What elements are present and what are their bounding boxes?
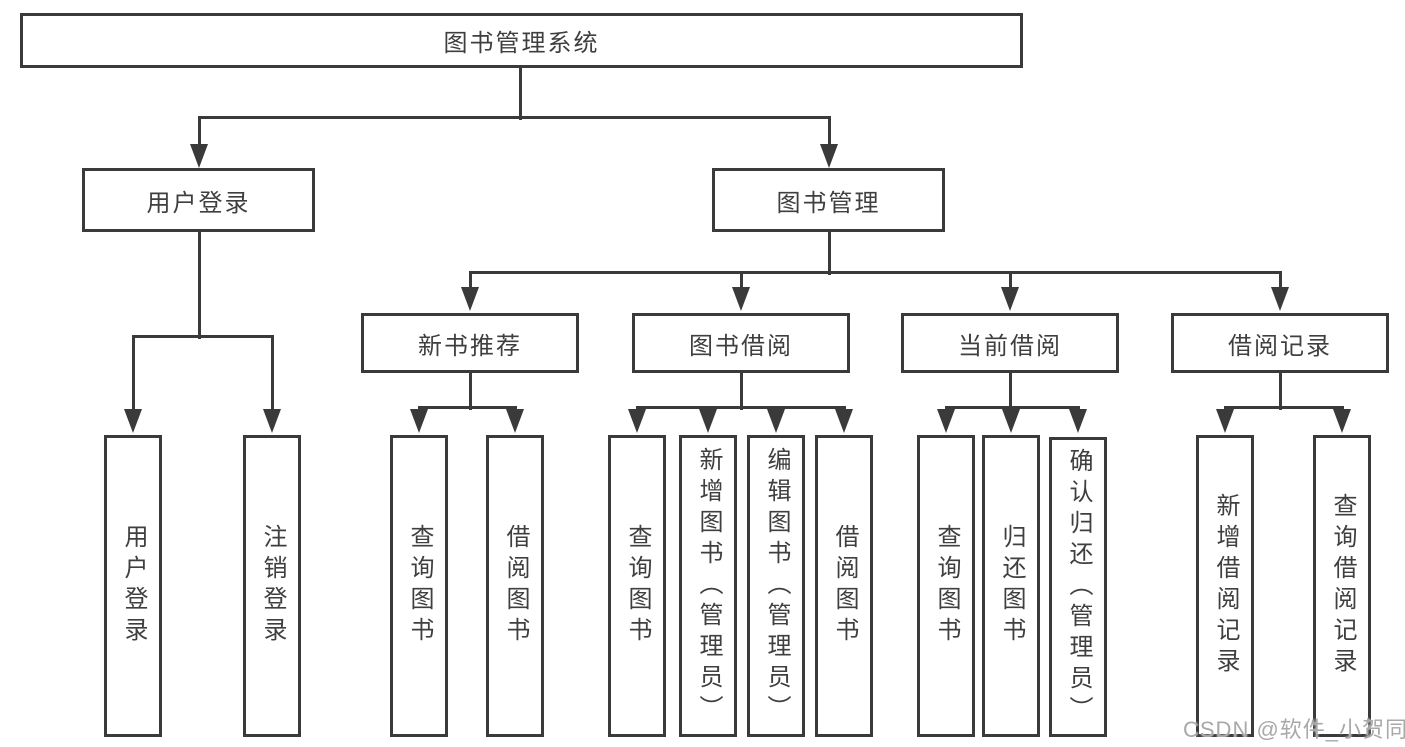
- leaf-nb-borrow-books: 借阅图书: [486, 435, 544, 737]
- node-label: 用户登录: [120, 524, 147, 648]
- node-label: 注销登录: [259, 524, 286, 648]
- arrow-down-icon: [1069, 409, 1087, 433]
- arrow-down-icon: [699, 409, 717, 433]
- node-book-management: 图书管理: [712, 168, 945, 232]
- node-label: 查询图书: [933, 524, 960, 648]
- node-label: 查询借阅记录: [1329, 493, 1356, 679]
- node-label: 图书管理: [776, 189, 881, 217]
- node-label: 确认归还（管理员）: [1065, 447, 1092, 727]
- node-label: 编辑图书（管理员）: [763, 446, 790, 726]
- connector-line: [1278, 373, 1282, 410]
- connector-line: [827, 117, 831, 148]
- connector-line: [468, 272, 472, 291]
- connector-line: [739, 373, 743, 410]
- leaf-logout: 注销登录: [243, 435, 301, 737]
- connector-line: [739, 272, 743, 291]
- node-label: 归还图书: [998, 524, 1025, 648]
- leaf-bb-edit-books-admin: 编辑图书（管理员）: [747, 435, 805, 737]
- arrow-down-icon: [124, 409, 142, 433]
- node-label: 图书管理系统: [443, 30, 600, 57]
- leaf-cb-query-books: 查询图书: [917, 435, 975, 737]
- node-label: 图书借阅: [689, 332, 793, 360]
- arrow-down-icon: [1271, 287, 1289, 311]
- connector-line: [197, 117, 201, 148]
- arrow-down-icon: [410, 409, 428, 433]
- connector-line: [131, 336, 135, 413]
- leaf-bb-borrow-books: 借阅图书: [815, 435, 873, 737]
- arrow-down-icon: [190, 144, 208, 168]
- node-label: 借阅记录: [1228, 332, 1332, 360]
- connector-line: [1278, 272, 1282, 291]
- leaf-cb-return-books: 归还图书: [982, 435, 1040, 737]
- connector-line: [518, 68, 522, 120]
- connector-line: [635, 405, 846, 409]
- node-new-book-recommend: 新书推荐: [361, 313, 579, 373]
- node-user-login: 用户登录: [82, 168, 315, 232]
- leaf-bb-query-books: 查询图书: [608, 435, 666, 737]
- arrow-down-icon: [1216, 409, 1234, 433]
- node-label: 新增图书（管理员）: [695, 446, 722, 726]
- node-label: 查询图书: [406, 524, 433, 648]
- connector-line: [1223, 405, 1344, 409]
- node-root: 图书管理系统: [20, 13, 1023, 68]
- connector-line: [131, 334, 274, 338]
- connector-line: [827, 232, 831, 275]
- watermark: CSDN @软件_小贺同学: [1183, 717, 1405, 742]
- connector-line: [1008, 373, 1012, 410]
- leaf-user-login: 用户登录: [104, 435, 162, 737]
- node-book-borrow: 图书借阅: [632, 313, 850, 373]
- node-label: 查询图书: [624, 524, 651, 648]
- arrow-down-icon: [461, 287, 479, 311]
- arrow-down-icon: [767, 409, 785, 433]
- leaf-bb-add-books-admin: 新增图书（管理员）: [679, 435, 737, 737]
- node-label: 新书推荐: [418, 332, 522, 360]
- connector-line: [197, 115, 831, 119]
- connector-line: [468, 270, 1282, 274]
- arrow-down-icon: [820, 144, 838, 168]
- arrow-down-icon: [732, 287, 750, 311]
- node-label: 当前借阅: [958, 332, 1062, 360]
- leaf-nb-query-books: 查询图书: [390, 435, 448, 737]
- node-current-borrow: 当前借阅: [901, 313, 1119, 373]
- node-borrow-records: 借阅记录: [1171, 313, 1389, 373]
- arrow-down-icon: [628, 409, 646, 433]
- leaf-cb-confirm-return-admin: 确认归还（管理员）: [1049, 437, 1107, 737]
- leaf-br-query-record: 查询借阅记录: [1313, 435, 1371, 737]
- arrow-down-icon: [1002, 409, 1020, 433]
- arrow-down-icon: [1333, 409, 1351, 433]
- connector-line: [270, 336, 274, 413]
- arrow-down-icon: [835, 409, 853, 433]
- leaf-br-add-record: 新增借阅记录: [1196, 435, 1254, 737]
- arrow-down-icon: [506, 409, 524, 433]
- node-label: 借阅图书: [502, 524, 529, 648]
- connector-line: [417, 405, 517, 409]
- connector-line: [1008, 272, 1012, 291]
- node-label: 用户登录: [146, 189, 251, 217]
- connector-line: [197, 232, 201, 339]
- arrow-down-icon: [937, 409, 955, 433]
- node-label: 借阅图书: [831, 524, 858, 648]
- arrow-down-icon: [263, 409, 281, 433]
- node-label: 新增借阅记录: [1212, 493, 1239, 679]
- connector-line: [468, 373, 472, 410]
- arrow-down-icon: [1001, 287, 1019, 311]
